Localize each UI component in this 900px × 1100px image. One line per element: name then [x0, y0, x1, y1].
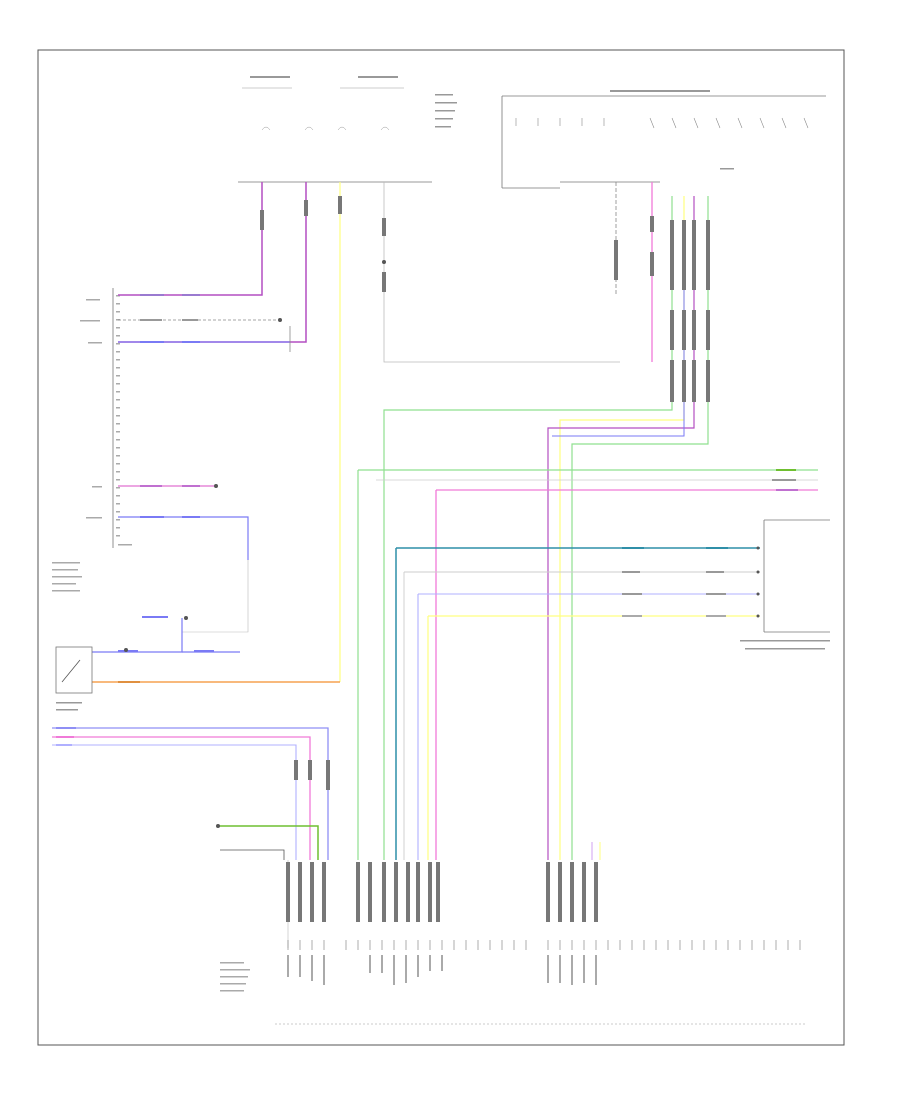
connector-marks — [56, 196, 798, 922]
wire-lime — [218, 825, 319, 860]
wire-left-bus-lt — [52, 744, 297, 860]
fuse-panel — [238, 76, 457, 183]
wire-violet-1 — [118, 182, 263, 296]
wires — [52, 182, 818, 948]
wire-green-cluster-1 — [383, 196, 673, 860]
wire-violet-2 — [118, 182, 307, 343]
wire-left-bus-blue — [52, 727, 329, 860]
wire-blue-left — [118, 516, 249, 560]
wire-blue-cluster — [552, 290, 685, 437]
wire-gray-1 — [383, 182, 620, 363]
left-module-connector — [52, 288, 132, 592]
transmission-range-sensor — [740, 519, 830, 650]
switch-box — [55, 646, 93, 711]
diagram-frame — [37, 49, 845, 1046]
wire-left-bus-pink — [52, 736, 311, 860]
ground-symbols — [124, 260, 760, 828]
wire-blue-switch — [92, 618, 183, 653]
bottom-connector — [220, 940, 805, 1025]
wire-yellow-cluster — [559, 196, 685, 860]
instrument-cluster-connector — [501, 90, 826, 189]
wire-green-cluster-2 — [571, 196, 709, 860]
